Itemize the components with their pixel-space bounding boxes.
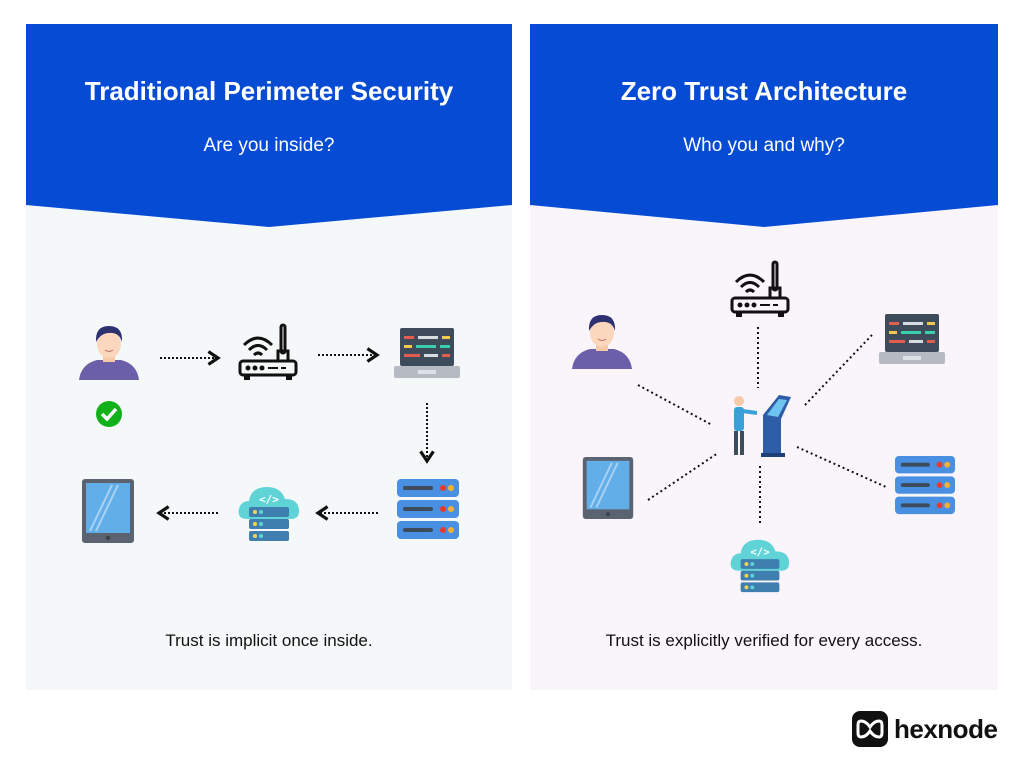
right-caption: Trust is explicitly verified for every a…	[605, 631, 923, 650]
hexnode-logo-icon	[852, 711, 888, 747]
check-icon	[96, 401, 122, 427]
line-laptop	[804, 334, 873, 406]
right-verification-lines	[637, 327, 887, 525]
brand-name: hexnode	[894, 713, 998, 744]
cloud-server-icon	[238, 487, 299, 541]
user-icon	[79, 325, 139, 380]
right-title: Zero Trust Architecture	[620, 76, 908, 106]
left-flow-arrows	[156, 347, 435, 521]
left-caption: Trust is implicit once inside.	[165, 631, 373, 650]
line-server	[796, 446, 887, 488]
verification-kiosk-icon	[734, 395, 791, 457]
hexnode-logo: hexnode	[852, 711, 998, 747]
server-icon	[895, 456, 955, 515]
server-icon	[397, 479, 459, 539]
line-tablet	[647, 452, 719, 501]
user-icon	[572, 314, 632, 370]
tablet-icon	[82, 479, 134, 543]
right-header: Zero Trust Architecture Who you and why?	[530, 24, 998, 228]
line-user	[637, 384, 713, 426]
laptop-icon	[879, 314, 945, 364]
left-subtitle: Are you inside?	[203, 135, 335, 156]
tablet-icon	[582, 457, 634, 519]
cloud-server-icon	[730, 539, 790, 593]
router-icon	[730, 260, 790, 319]
left-header: Traditional Perimeter Security Are you i…	[26, 24, 512, 228]
router-icon	[238, 323, 298, 382]
right-subtitle: Who you and why?	[683, 135, 845, 156]
left-title: Traditional Perimeter Security	[84, 76, 454, 106]
laptop-icon	[394, 328, 460, 378]
